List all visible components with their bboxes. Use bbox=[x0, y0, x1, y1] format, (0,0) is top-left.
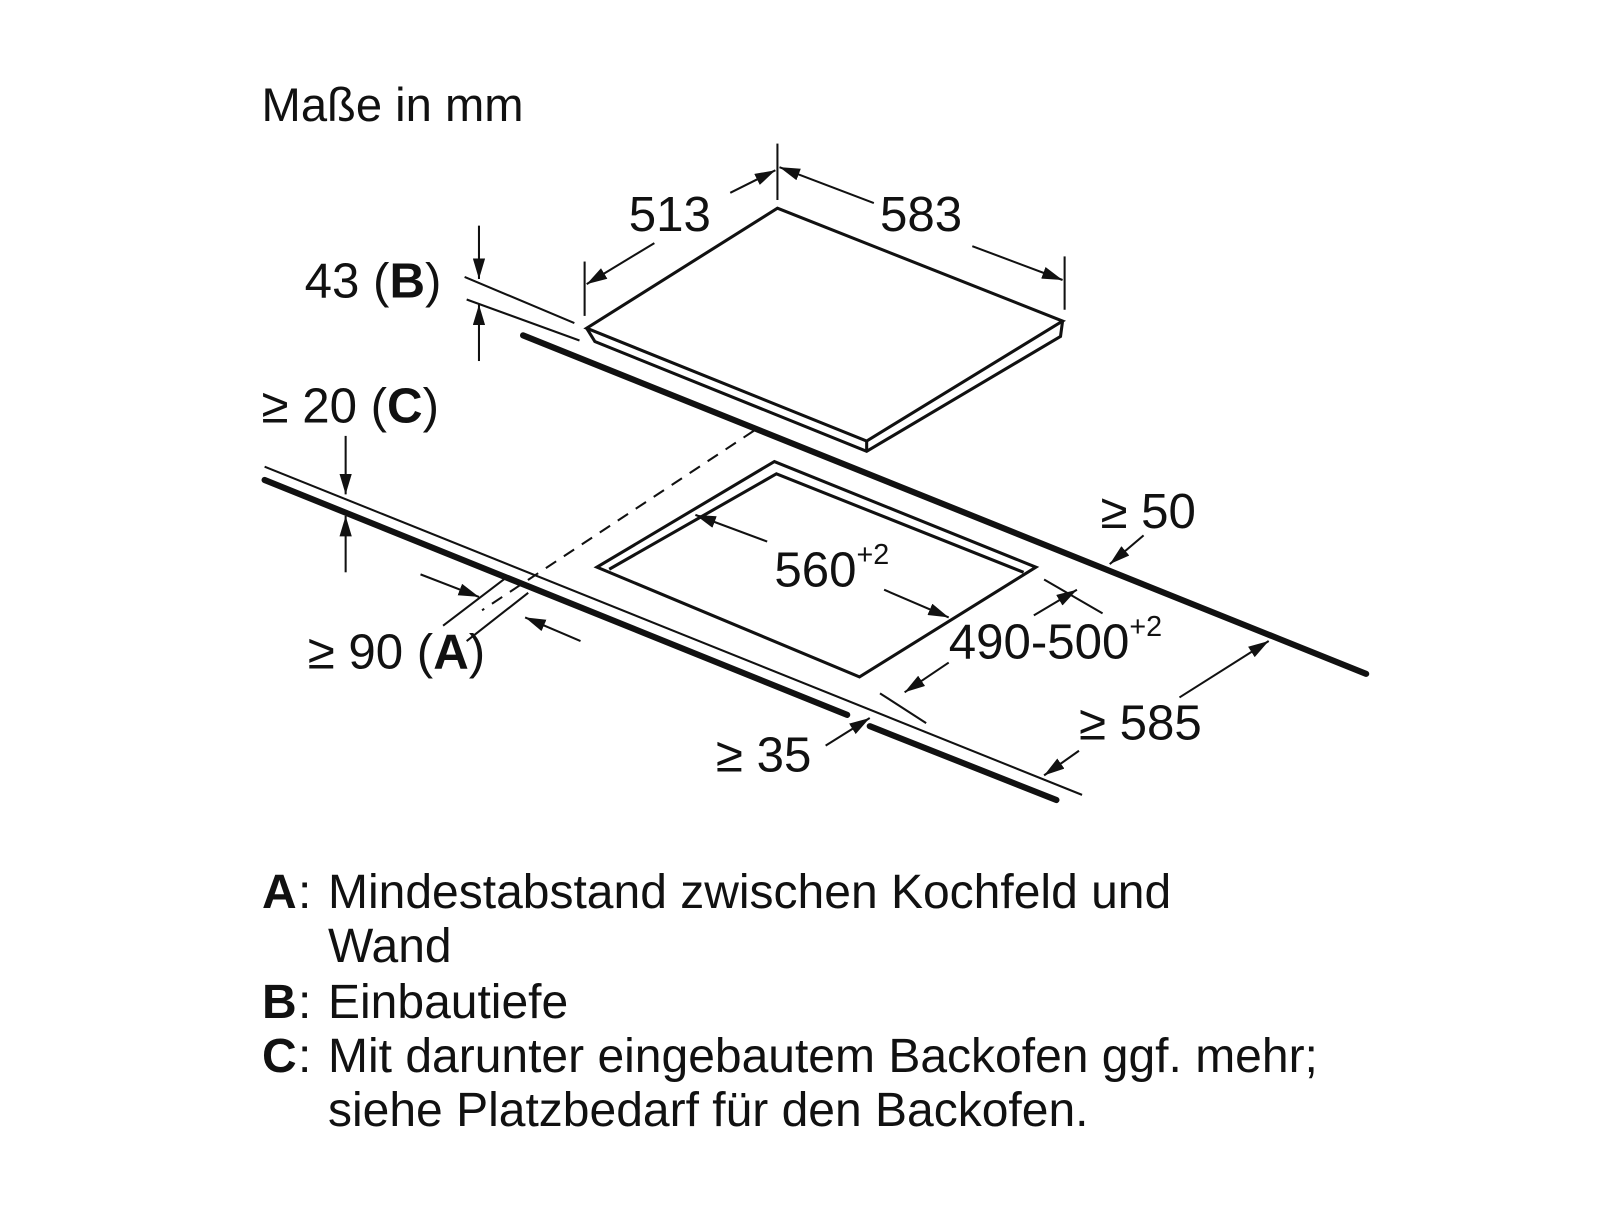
legend-item-c: C: Mit darunter eingebautem Backofen ggf… bbox=[262, 1030, 1318, 1137]
svg-text:513: 513 bbox=[629, 187, 711, 242]
dimension-20-c: ≥ 20 (C) bbox=[262, 379, 439, 573]
svg-text:43 (B): 43 (B) bbox=[305, 253, 442, 308]
dimension-560: 560+2 bbox=[695, 513, 950, 619]
svg-text:≥ 20 (C): ≥ 20 (C) bbox=[262, 379, 439, 434]
hob bbox=[583, 206, 1066, 453]
dimension-90-a: ≥ 90 (A) bbox=[308, 573, 581, 680]
legend-item-b: B: Einbautiefe bbox=[262, 976, 569, 1029]
svg-text:≥ 90 (A): ≥ 90 (A) bbox=[308, 625, 485, 680]
dimension-35: ≥ 35 bbox=[716, 717, 871, 782]
svg-text:560+2: 560+2 bbox=[774, 539, 889, 598]
svg-text:≥ 585: ≥ 585 bbox=[1079, 695, 1202, 750]
dimension-585: ≥ 585 bbox=[1043, 640, 1270, 777]
legend-item-a: A: Mindestabstand zwischen Kochfeld und … bbox=[262, 866, 1172, 973]
countertop bbox=[261, 332, 1370, 804]
svg-text:490-500+2: 490-500+2 bbox=[949, 611, 1162, 670]
dimension-50: ≥ 50 bbox=[1101, 484, 1196, 565]
page-title: Maße in mm bbox=[262, 78, 524, 131]
dimension-513: 513 bbox=[583, 143, 779, 316]
dimension-490-500: 490-500+2 bbox=[879, 578, 1162, 724]
dimension-583: 583 bbox=[779, 166, 1066, 310]
legend: A: Mindestabstand zwischen Kochfeld und … bbox=[262, 866, 1428, 1138]
svg-text:583: 583 bbox=[880, 187, 962, 242]
dimension-43-b: 43 (B) bbox=[305, 225, 580, 362]
cutout bbox=[593, 459, 1040, 679]
svg-text:≥ 50: ≥ 50 bbox=[1101, 484, 1196, 539]
svg-text:≥ 35: ≥ 35 bbox=[716, 727, 811, 782]
